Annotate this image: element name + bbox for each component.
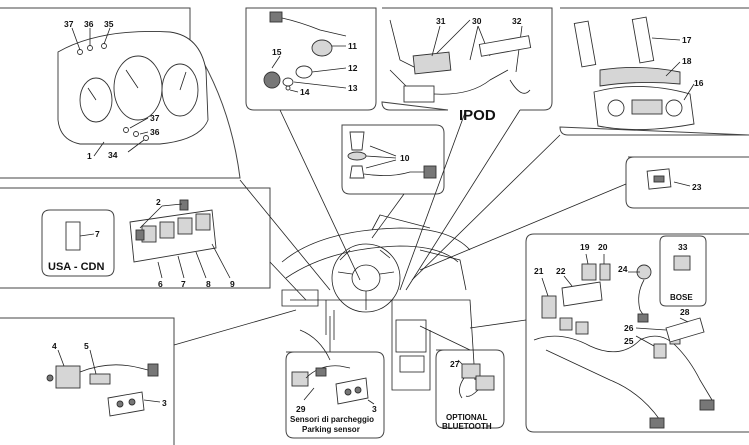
caption-bose: BOSE — [670, 293, 693, 302]
dashboard-cockpit — [281, 214, 476, 391]
callout-4: 4 — [52, 341, 57, 351]
callout-9: 9 — [230, 279, 235, 289]
frame-bose — [659, 235, 707, 307]
caption-optional: OPTIONAL — [446, 413, 487, 422]
callout-26: 26 — [624, 323, 634, 333]
captions: USA - CDN IPOD BOSE OPTIONAL BLUETOOTH S… — [48, 107, 693, 434]
callout-1: 1 — [87, 151, 92, 161]
callout-36a: 36 — [84, 19, 94, 29]
callout-18: 18 — [682, 56, 692, 66]
sensor-parts — [46, 349, 161, 417]
ipod-parts — [389, 19, 532, 103]
callout-8: 8 — [206, 279, 211, 289]
callout-7b: 7 — [181, 279, 186, 289]
frame-ignition-panel — [245, 7, 377, 111]
usb-part — [646, 168, 691, 190]
callout-32: 32 — [512, 16, 522, 26]
callout-10: 10 — [400, 153, 410, 163]
frame-parking-sensor — [285, 351, 385, 439]
callout-30: 30 — [472, 16, 482, 26]
callout-29: 29 — [296, 404, 306, 414]
callout-16: 16 — [694, 78, 704, 88]
switch-parts — [65, 199, 231, 279]
socket-parts — [347, 131, 437, 179]
callout-13: 13 — [348, 83, 358, 93]
callout-37a: 37 — [64, 19, 74, 29]
callout-25: 25 — [624, 336, 634, 346]
frame-rear-sensor — [0, 317, 175, 445]
callout-20: 20 — [598, 242, 608, 252]
callout-19: 19 — [580, 242, 590, 252]
callout-27: 27 — [450, 359, 460, 369]
caption-sensori: Sensori di parcheggio — [290, 415, 374, 424]
frame-outlet-panel — [341, 124, 445, 195]
callout-11: 11 — [348, 41, 357, 51]
callout-37b: 37 — [150, 113, 160, 123]
callout-17: 17 — [682, 35, 692, 45]
callout-3a: 3 — [162, 398, 167, 408]
caption-parking: Parking sensor — [302, 425, 360, 434]
ignition-parts — [263, 11, 347, 93]
callout-2: 2 — [156, 197, 161, 207]
callout-21: 21 — [534, 266, 544, 276]
leader-lines — [173, 109, 627, 352]
frame-ipod-panel — [381, 7, 553, 111]
callout-7a: 7 — [95, 229, 100, 239]
climate-parts — [573, 16, 695, 130]
callout-12: 12 — [348, 63, 358, 73]
callout-34: 34 — [108, 150, 118, 160]
frame-usb-panel — [625, 156, 749, 209]
frame-climate-panel — [559, 7, 749, 136]
callout-15: 15 — [272, 47, 282, 57]
callout-28: 28 — [680, 307, 690, 317]
caption-bluetooth: BLUETOOTH — [442, 422, 492, 431]
callout-36b: 36 — [150, 127, 160, 137]
frame-harness-panel — [525, 233, 749, 433]
frame-bluetooth — [435, 349, 505, 429]
callout-6: 6 — [158, 279, 163, 289]
callout-14: 14 — [300, 87, 310, 97]
callout-5: 5 — [84, 341, 89, 351]
callout-35: 35 — [104, 19, 114, 29]
callout-3b: 3 — [372, 404, 377, 414]
bluetooth-parts — [457, 359, 495, 399]
callout-31: 31 — [436, 16, 446, 26]
callout-22: 22 — [556, 266, 566, 276]
caption-usa-cdn: USA - CDN — [48, 261, 104, 273]
callout-23: 23 — [692, 182, 702, 192]
parking-sensor-parts — [291, 365, 375, 405]
callout-24: 24 — [618, 264, 628, 274]
instrument-cluster — [57, 27, 209, 157]
caption-ipod: IPOD — [459, 107, 496, 124]
harness-parts — [533, 253, 715, 429]
callout-numbers: 37 36 35 37 36 34 1 15 11 12 13 14 31 30… — [52, 16, 704, 414]
callout-33: 33 — [678, 242, 688, 252]
